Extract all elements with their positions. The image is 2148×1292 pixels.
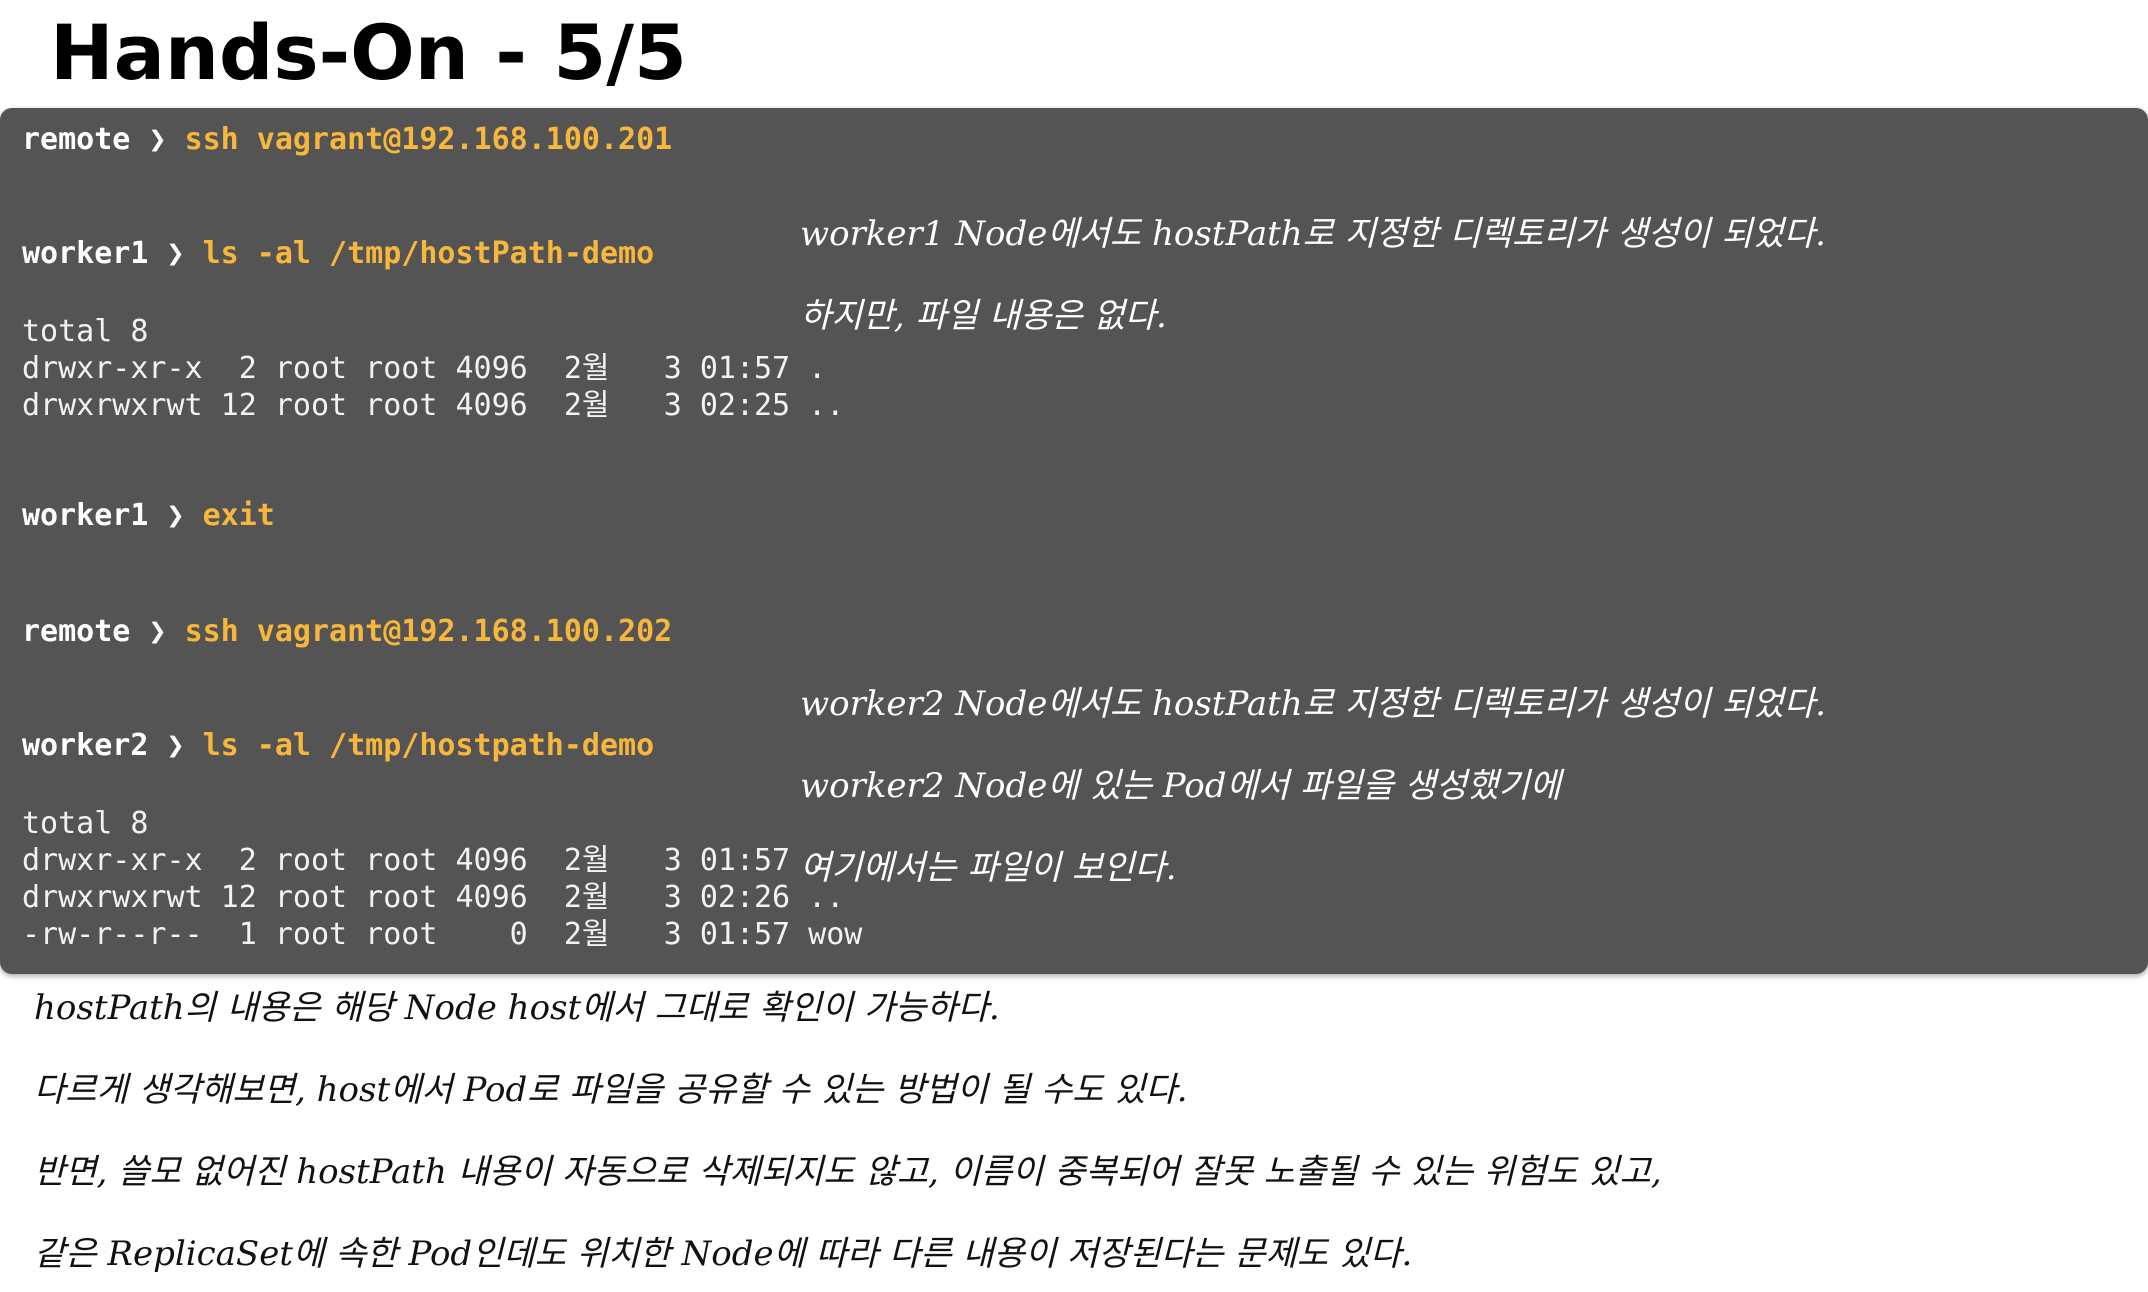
terminal-command: ssh vagrant@192.168.100.202 bbox=[184, 614, 673, 649]
annotation-note: 같은 ReplicaSet에 속한 Pod인데도 위치한 Node에 따라 다른… bbox=[34, 1234, 1413, 1274]
prompt-arrow-icon: ❯ bbox=[148, 122, 167, 157]
prompt-host: worker2 bbox=[22, 728, 149, 763]
terminal-output-line: drwxrwxrwt 12 root root 4096 2월 3 02:26 … bbox=[22, 880, 845, 915]
prompt-arrow-icon: ❯ bbox=[148, 614, 167, 649]
annotation-note: 반면, 쓸모 없어진 hostPath 내용이 자동으로 삭제되지도 않고, 이… bbox=[34, 1152, 1662, 1192]
terminal-prompt-line: remote ❯ ssh vagrant@192.168.100.202 bbox=[22, 614, 672, 650]
terminal-output-line: drwxr-xr-x 2 root root 4096 2월 3 01:57 . bbox=[22, 351, 827, 386]
terminal-command: ls -al /tmp/hostPath-demo bbox=[202, 236, 655, 271]
prompt-arrow-icon: ❯ bbox=[166, 236, 185, 271]
terminal-output-line: total 8 bbox=[22, 806, 149, 841]
terminal-output-line: drwxr-xr-x 2 root root 4096 2월 3 01:57 . bbox=[22, 843, 827, 878]
prompt-arrow-icon: ❯ bbox=[166, 728, 185, 763]
terminal-output-line: -rw-r--r-- 1 root root 0 2월 3 01:57 wow bbox=[22, 917, 863, 952]
terminal-output-line: drwxrwxrwt 12 root root 4096 2월 3 02:25 … bbox=[22, 388, 845, 423]
annotation-note: worker2 Node에 있는 Pod에서 파일을 생성했기에 bbox=[800, 766, 1561, 806]
terminal-output-line: total 8 bbox=[22, 314, 149, 349]
slide-title: Hands-On - 5/5 bbox=[50, 8, 687, 97]
terminal-prompt-line: worker1 ❯ ls -al /tmp/hostPath-demo bbox=[22, 236, 654, 272]
terminal-command: exit bbox=[202, 498, 275, 533]
annotation-note: 다르게 생각해보면, host에서 Pod로 파일을 공유할 수 있는 방법이 … bbox=[34, 1070, 1188, 1110]
terminal-prompt-line: worker2 ❯ ls -al /tmp/hostpath-demo bbox=[22, 728, 654, 764]
prompt-host: worker1 bbox=[22, 236, 149, 271]
annotation-note: worker2 Node에서도 hostPath로 지정한 디렉토리가 생성이 … bbox=[800, 684, 1826, 724]
annotation-note: 하지만, 파일 내용은 없다. bbox=[800, 296, 1167, 336]
prompt-host: remote bbox=[22, 614, 131, 649]
terminal-window[interactable]: remote ❯ ssh vagrant@192.168.100.201 wor… bbox=[0, 108, 2148, 974]
terminal-prompt-line: worker1 ❯ exit bbox=[22, 498, 275, 534]
terminal-command: ssh vagrant@192.168.100.201 bbox=[184, 122, 673, 157]
prompt-host: remote bbox=[22, 122, 131, 157]
annotation-note: 여기에서는 파일이 보인다. bbox=[800, 848, 1177, 888]
annotation-note: hostPath의 내용은 해당 Node host에서 그대로 확인이 가능하… bbox=[34, 988, 1000, 1028]
terminal-prompt-line: remote ❯ ssh vagrant@192.168.100.201 bbox=[22, 122, 672, 158]
terminal-command: ls -al /tmp/hostpath-demo bbox=[202, 728, 655, 763]
prompt-arrow-icon: ❯ bbox=[166, 498, 185, 533]
prompt-host: worker1 bbox=[22, 498, 149, 533]
annotation-note: worker1 Node에서도 hostPath로 지정한 디렉토리가 생성이 … bbox=[800, 214, 1826, 254]
